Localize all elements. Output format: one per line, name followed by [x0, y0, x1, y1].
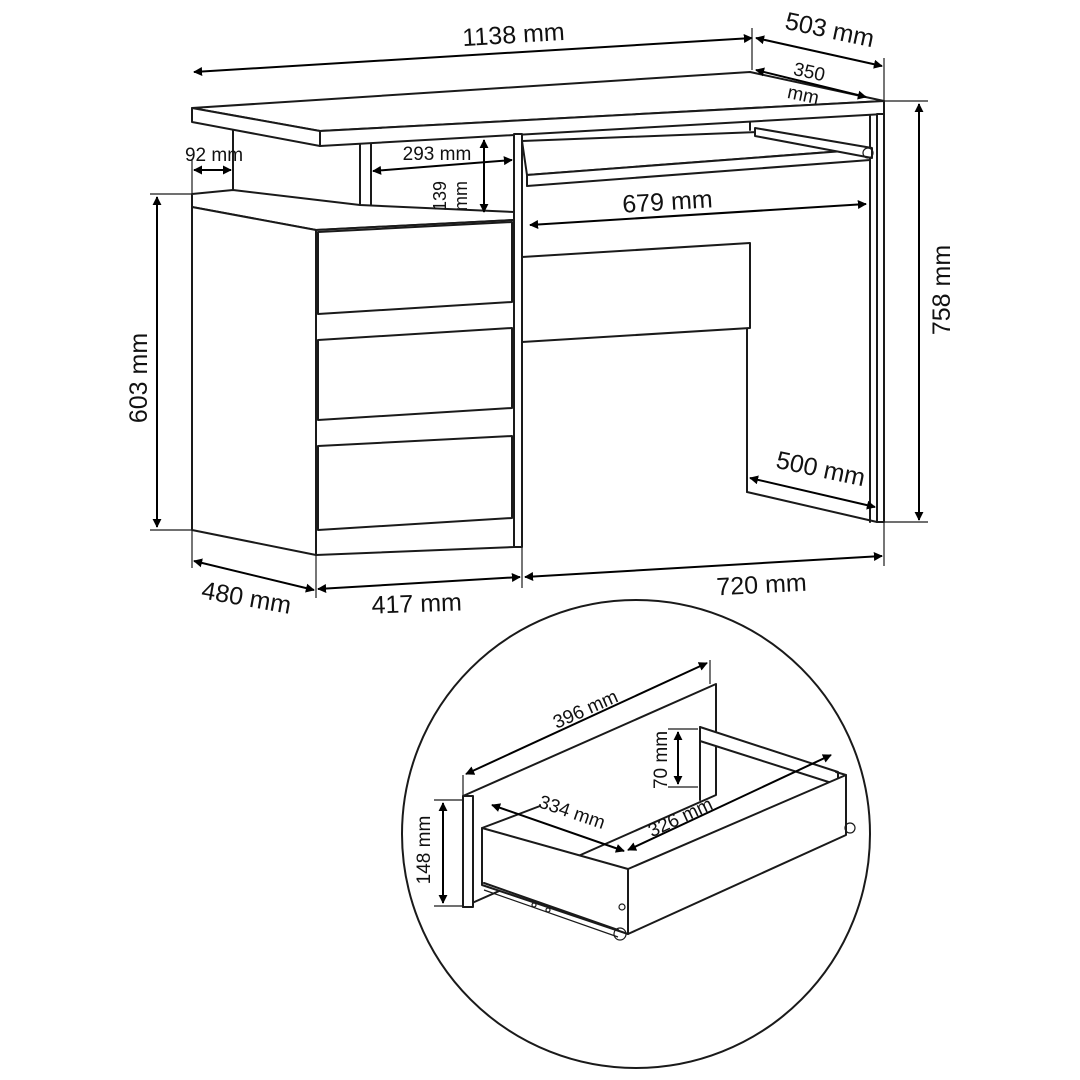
dim-drawer-outer-length-line: [465, 662, 708, 775]
dim-tray-width-label: 679 mm: [622, 185, 714, 218]
dim-legroom-width-line: [524, 551, 883, 582]
dim-open-shelf-line: [372, 156, 513, 175]
dim-open-shelf-height-value: 139: [430, 181, 450, 211]
dim-legroom-depth-line: [749, 475, 876, 510]
dim-cabinet-width-label: 417 mm: [371, 588, 462, 619]
dim-legroom-depth-label: 500 mm: [774, 446, 868, 492]
dim-tray-width-line: [529, 200, 867, 229]
dim-drawer-inner-height-label: 70 mm: [651, 731, 672, 789]
desk-dimensions: 1138 mm 503 mm 350 mm 758 mm 92 mm 293 m…: [125, 7, 956, 620]
dim-height-label: 758 mm: [928, 245, 956, 335]
dim-cabinet-height-label: 603 mm: [125, 333, 153, 423]
keyboard-tray: [521, 127, 874, 187]
left-cabinet: [191, 189, 515, 556]
dim-side-shelf-label: 92 mm: [185, 145, 243, 166]
dim-tray-depth-line: [755, 67, 867, 100]
dim-depth-line: [755, 35, 883, 69]
dim-total-width-line: [193, 34, 753, 76]
center-divider: [513, 133, 523, 548]
dim-total-width-label: 1138 mm: [462, 18, 566, 52]
right-leg-panel: [869, 113, 885, 523]
dim-cabinet-depth-line: [193, 558, 315, 593]
dim-legroom-width-label: 720 mm: [716, 569, 808, 602]
detail-circle: [401, 599, 871, 1069]
dim-drawer-front-height-label: 148 mm: [414, 816, 435, 885]
dim-cabinet-width-line: [317, 572, 521, 594]
dim-open-shelf-label: 293 mm: [403, 144, 472, 165]
drawer-detail: 396 mm 148 mm 70 mm 334 mm 326 mm: [401, 599, 871, 1069]
desktop-top: [191, 71, 885, 147]
dim-drawer-inner-width-line: [627, 754, 832, 851]
desk-drawing: [191, 71, 885, 556]
dim-drawer-inner-length-line: [491, 803, 625, 853]
dim-drawer-outer-length-label: 396 mm: [550, 686, 621, 733]
center-drawer: [521, 242, 751, 343]
dim-open-shelf-height-unit: mm: [451, 181, 471, 211]
dim-cabinet-depth-label: 480 mm: [199, 576, 293, 619]
